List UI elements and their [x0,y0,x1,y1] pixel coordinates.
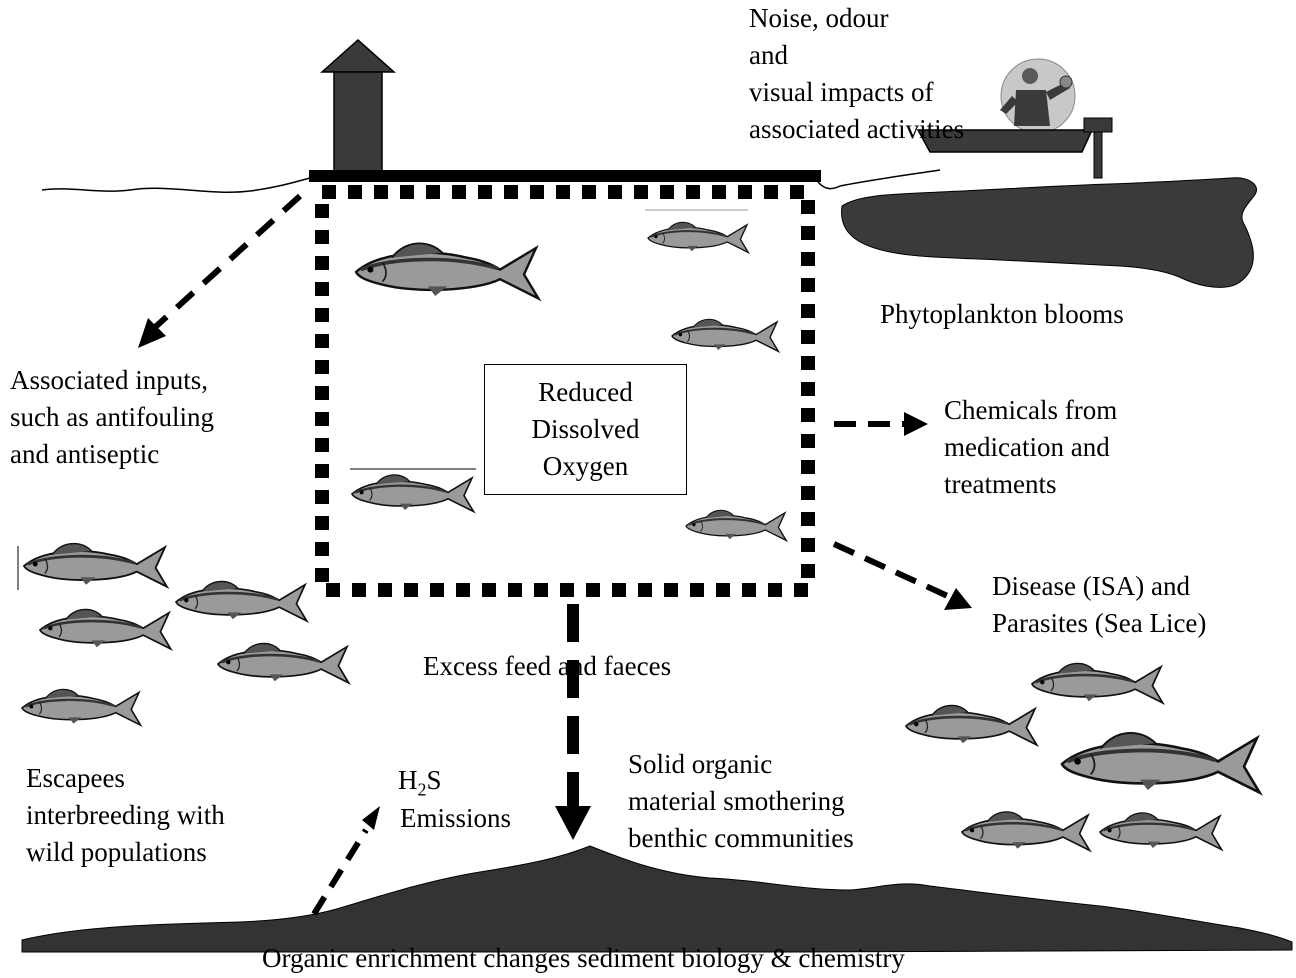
fish-wild-3 [1062,733,1260,793]
h2s-s: S [427,765,442,795]
fish-cage-3 [672,319,778,351]
fish-wild-4 [962,812,1090,851]
excess-feed-label: Excess feed and faeces [423,648,671,685]
arrow-disease-line [834,544,952,598]
phytoplankton-label: Phytoplankton blooms [880,296,1124,333]
fish-cage-1 [356,243,538,298]
hut-icon [322,40,394,176]
fish-wild-1 [1032,663,1163,702]
arrow-feed-shaft [567,774,579,810]
fish-wild-5 [1100,813,1222,850]
fish-escapee-4 [218,643,349,682]
arrow-chemicals-head [904,412,928,436]
fish-escapee-3 [176,581,307,620]
cage-platform [309,170,821,182]
chemicals-label: Chemicals from medication and treatments [944,392,1117,503]
fish-escapee-1 [24,544,167,587]
reduced-oxygen-box: Reduced Dissolved Oxygen [484,364,687,495]
fish-wild-2 [906,705,1037,744]
phytoplankton-bloom-shape [842,178,1257,288]
fish-cage-4 [352,475,474,512]
solid-organic-label: Solid organic material smothering benthi… [628,746,854,857]
reduced-oxygen-label: Reduced Dissolved Oxygen [532,374,640,485]
disease-label: Disease (ISA) and Parasites (Sea Lice) [992,568,1206,642]
arrow-h2s-line [314,830,366,914]
fish-escapee-5 [22,689,141,725]
fish-escapee-2 [40,609,171,648]
emissions-label: Emissions [400,800,511,837]
arrow-h2s-head [362,806,380,830]
associated-inputs-label: Associated inputs, such as antifouling a… [10,362,214,473]
arrow-inputs-line [152,196,300,330]
sediment-label: Organic enrichment changes sediment biol… [262,940,905,977]
arrow-disease-head [944,588,972,610]
fish-cage-2 [648,222,748,252]
fish-cage-5 [686,510,786,540]
h2s-h: H [398,765,418,795]
arrow-feed-head [555,806,591,840]
escapees-label: Escapees interbreeding with wild populat… [26,760,225,871]
h2s-subscript: 2 [418,779,427,799]
noise-label: Noise, odour and visual impacts of assoc… [749,0,964,148]
